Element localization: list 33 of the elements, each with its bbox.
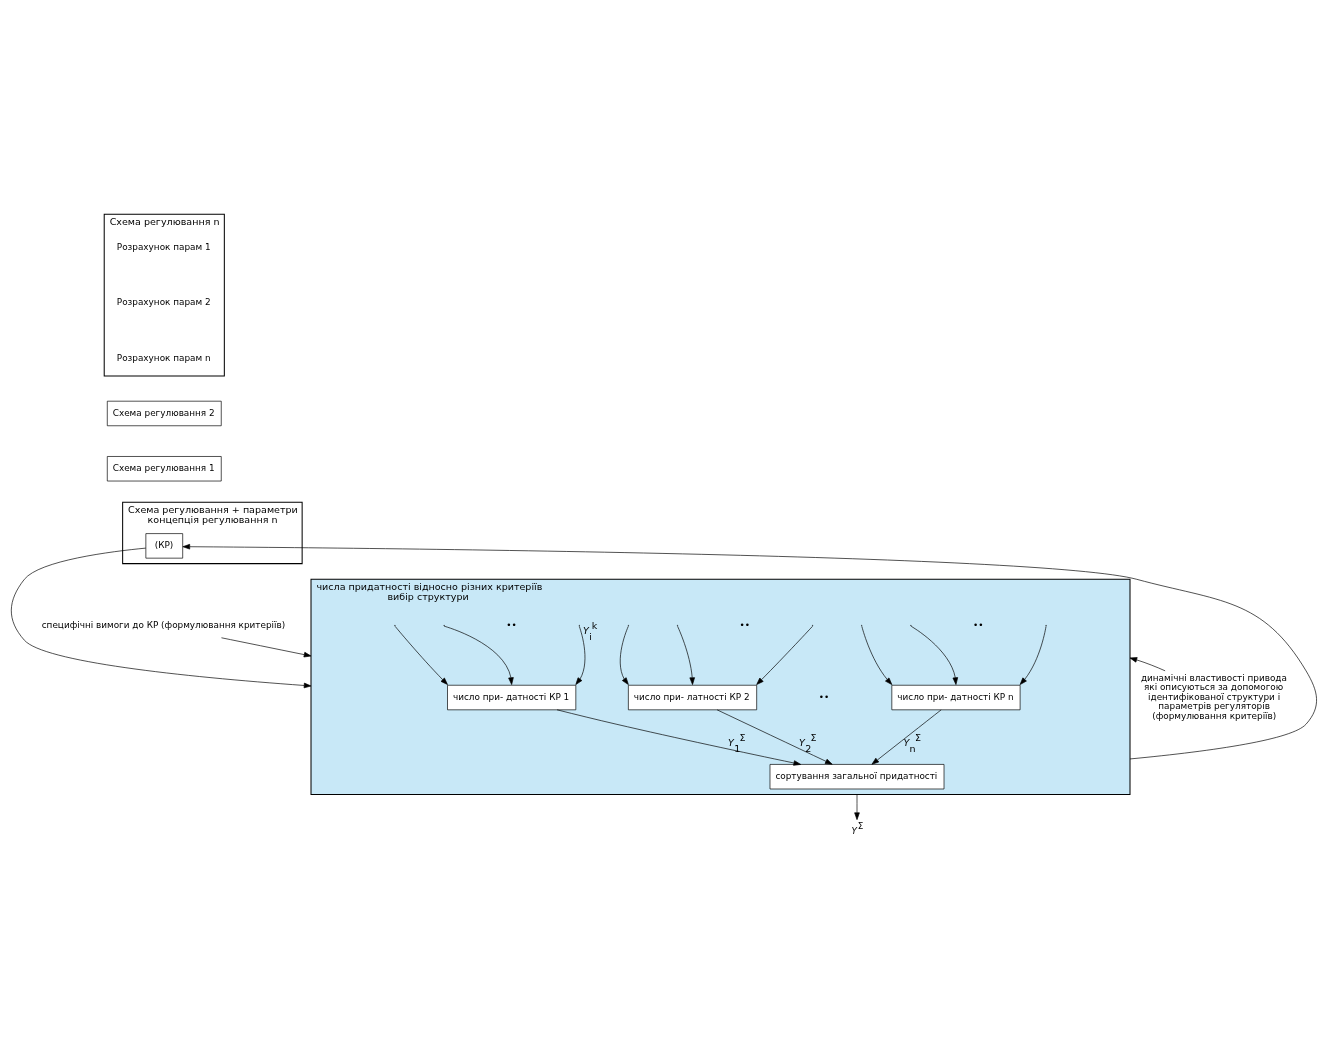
arrow [575,625,586,685]
label: •• [818,691,830,702]
label: •• [973,619,984,630]
arrow [677,625,695,685]
node-text: Розрахунок парам n [116,352,211,363]
arrow [861,625,893,685]
arrow [443,625,514,685]
arrow [871,709,942,765]
node-text: Розрахунок парам 1 [116,241,211,252]
arrow [756,625,813,685]
node-box: сортування загальної придатності [769,764,945,790]
node-box: число при- датності КР 1 [447,684,577,711]
node-box: число при- латності КР 2 [628,684,757,711]
node-box: Схема регулювання 2 [106,400,222,427]
arrow [182,544,1317,760]
node-box: (КР) [145,533,184,559]
arrow [1129,657,1166,672]
label: •• [506,619,517,630]
node-box: число при- датності КР n [891,684,1021,711]
node-text: динамічні властивості привода які описуються за допомогою ідентифікованої структури і параметрів регуляторів (формулювання критеріїв) [1140,672,1287,721]
arrow [10,547,312,689]
arrow [619,625,629,685]
arrow [556,709,801,766]
arrow [394,625,448,685]
arrow [1019,625,1047,685]
arrow [221,637,312,658]
node-text: Розрахунок парам 2 [116,297,211,308]
arrow [910,625,959,685]
arrow [716,709,833,765]
node-text: специфічні вимоги до КР (формулювання критеріїв) [41,619,286,630]
node-box: Схема регулювання 1 [106,456,222,482]
arrow [854,794,860,820]
label: •• [739,619,751,630]
